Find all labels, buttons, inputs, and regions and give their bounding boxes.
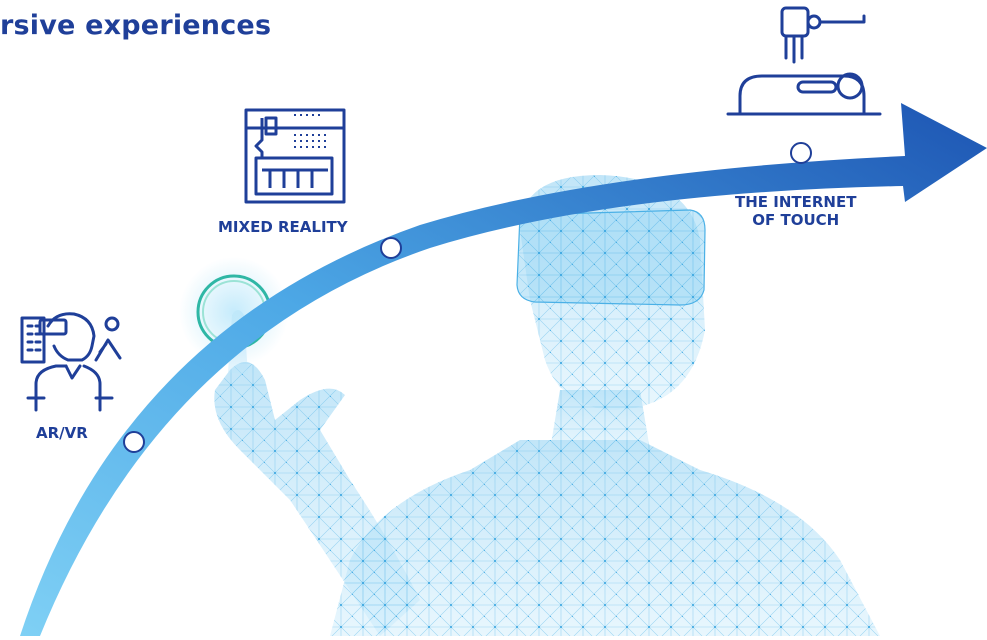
internet-of-touch-line1: THE INTERNET <box>735 193 857 211</box>
milestone-dot-mixed-reality[interactable] <box>380 237 402 259</box>
milestone-dot-ar-vr[interactable] <box>123 431 145 453</box>
vr-headset-person-icon <box>20 312 122 412</box>
progress-arrow <box>20 103 987 636</box>
milestone-label-ar-vr: AR/VR <box>36 424 88 442</box>
internet-of-touch-line2: OF TOUCH <box>752 211 840 229</box>
remote-surgery-robot-icon <box>726 6 882 116</box>
milestone-label-internet-of-touch: THE INTERNET OF TOUCH <box>735 193 856 229</box>
robotic-fabrication-icon <box>244 108 346 204</box>
milestone-dot-internet-of-touch[interactable] <box>790 142 812 164</box>
milestone-label-mixed-reality: MIXED REALITY <box>218 218 348 236</box>
mixed-reality-text: MIXED REALITY <box>218 218 348 236</box>
ar-vr-text: AR/VR <box>36 424 88 442</box>
wireframe-person-illustration <box>214 175 880 636</box>
page-title: rsive experiences <box>0 10 272 41</box>
